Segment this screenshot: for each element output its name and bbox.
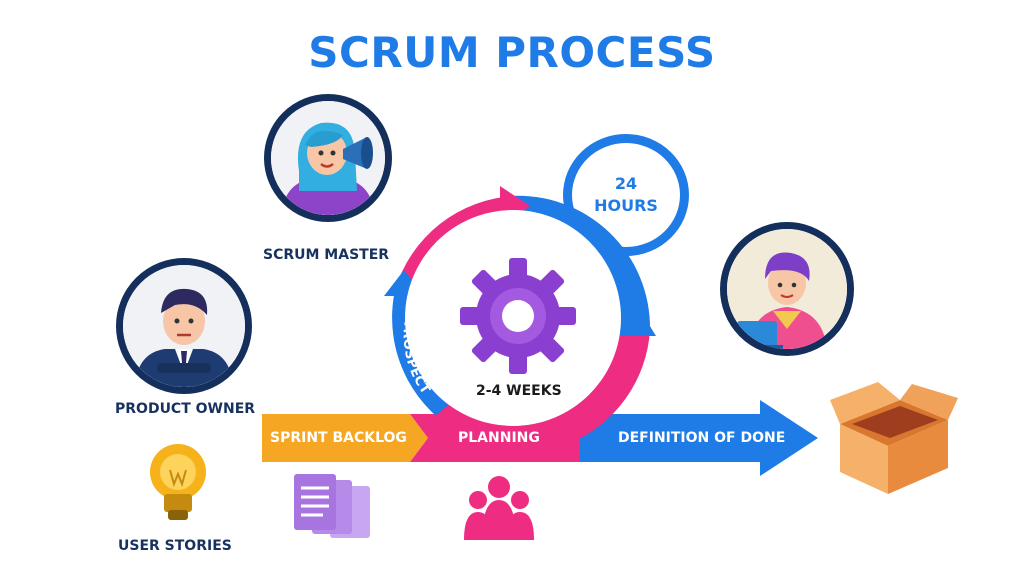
light-bulb-icon	[150, 444, 206, 520]
user-stories-label: USER STORIES	[118, 538, 232, 554]
box-icon	[830, 382, 958, 494]
product-owner-label: PRODUCT OWNER	[115, 401, 256, 417]
sprint-duration-label: 2-4 WEEKS	[476, 383, 562, 399]
scrum-master-avatar	[264, 94, 392, 222]
developer-laptop-illustration	[727, 229, 847, 349]
daily-hours-number: 24	[614, 174, 638, 193]
definition-of-done-label: DEFINITION OF DONE	[618, 430, 786, 446]
sprint-backlog-arrow-tip	[410, 414, 428, 462]
product-owner-avatar	[116, 258, 252, 394]
man-suit-illustration	[123, 265, 245, 387]
daily-scrum-circle: 24 HOURS	[563, 134, 689, 256]
scrum-master-label: SCRUM MASTER	[263, 247, 390, 263]
team-icon	[464, 476, 534, 540]
developer-avatar	[720, 222, 854, 356]
sprint-backlog-label: SPRINT BACKLOG	[270, 430, 407, 446]
documents-icon	[294, 474, 370, 538]
definition-of-done-arrow	[580, 400, 818, 476]
page-title: SCRUM PROCESS	[308, 28, 716, 77]
gear-icon	[460, 258, 576, 374]
planning-label: PLANNING	[458, 430, 540, 446]
daily-hours-label: HOURS	[594, 196, 658, 215]
sprint-backlog-bar	[262, 414, 410, 462]
woman-megaphone-illustration	[271, 101, 385, 215]
